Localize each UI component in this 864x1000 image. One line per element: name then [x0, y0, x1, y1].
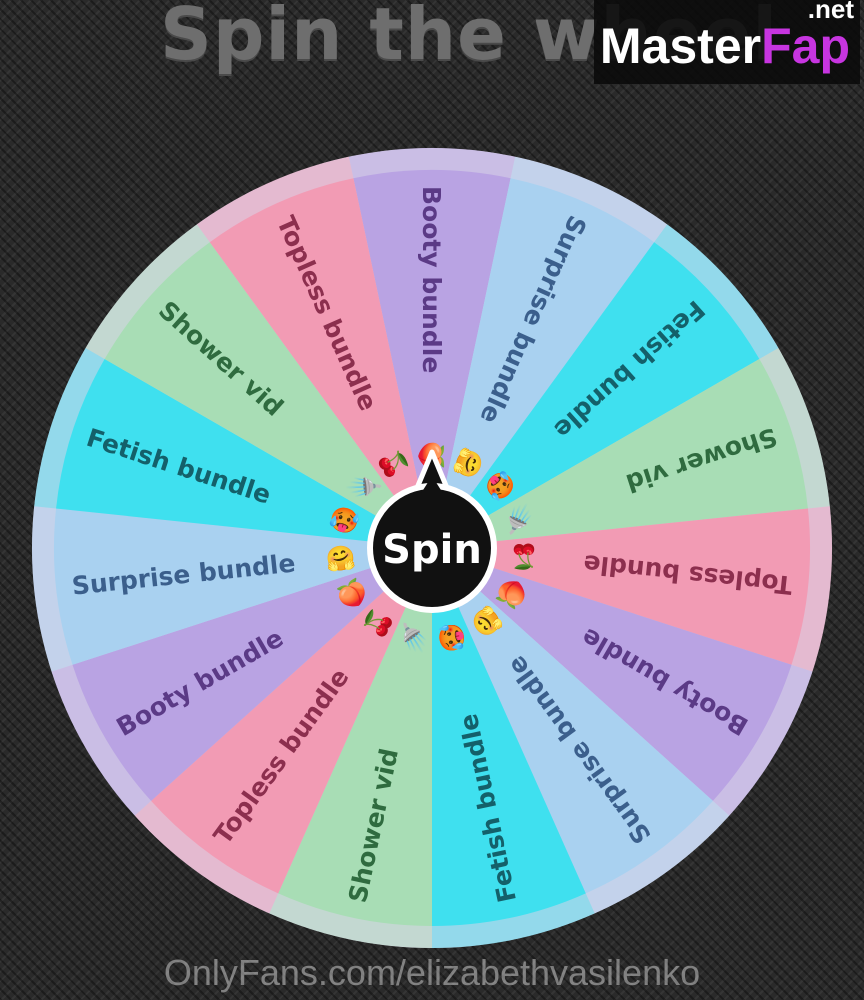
wheel-segment: [209, 178, 432, 549]
wheel-segment: [278, 548, 432, 926]
wheel-segment: [72, 548, 432, 801]
wheel-segment-label-group: Booty bundle🍑: [417, 186, 446, 471]
watermark-domain-suffix: .net: [807, 0, 854, 24]
spin-pointer-join: [418, 476, 446, 498]
wheel-segment: [432, 359, 808, 548]
wheel-segment-emoji-icon: 🚿: [397, 621, 431, 656]
wheel-segments: [31, 148, 833, 948]
watermark-brand-part1: Master: [599, 18, 762, 74]
wheel-segment: [432, 242, 760, 548]
wheel-segment-emoji-icon: 🤗: [324, 543, 357, 574]
wheel-segment-emoji-icon: 🥵: [435, 620, 469, 655]
wheel-segment-emoji-icon: 🍒: [507, 541, 540, 572]
wheel-segment: [432, 178, 655, 549]
watermark-brand-part2: Fap: [761, 18, 850, 74]
watermark-logo: MasterFap .net: [593, 0, 860, 84]
wheel-segment: [53, 508, 432, 665]
spin-button-label: Spin: [382, 527, 482, 573]
wheel-segment: [353, 170, 511, 548]
wheel-segment: [432, 508, 811, 665]
wheel-segment-label: Booty bundle: [417, 186, 446, 373]
wheel-segment: [151, 548, 433, 894]
wheel-segment: [104, 242, 432, 548]
wheel-segment: [432, 548, 713, 894]
wheel-segment: [432, 548, 586, 926]
wheel-segment: [432, 548, 792, 801]
source-url-watermark: OnlyFans.com/elizabethvasilenko: [163, 952, 701, 993]
wheel-segment: [56, 359, 432, 548]
spin-button[interactable]: Spin: [367, 449, 497, 613]
